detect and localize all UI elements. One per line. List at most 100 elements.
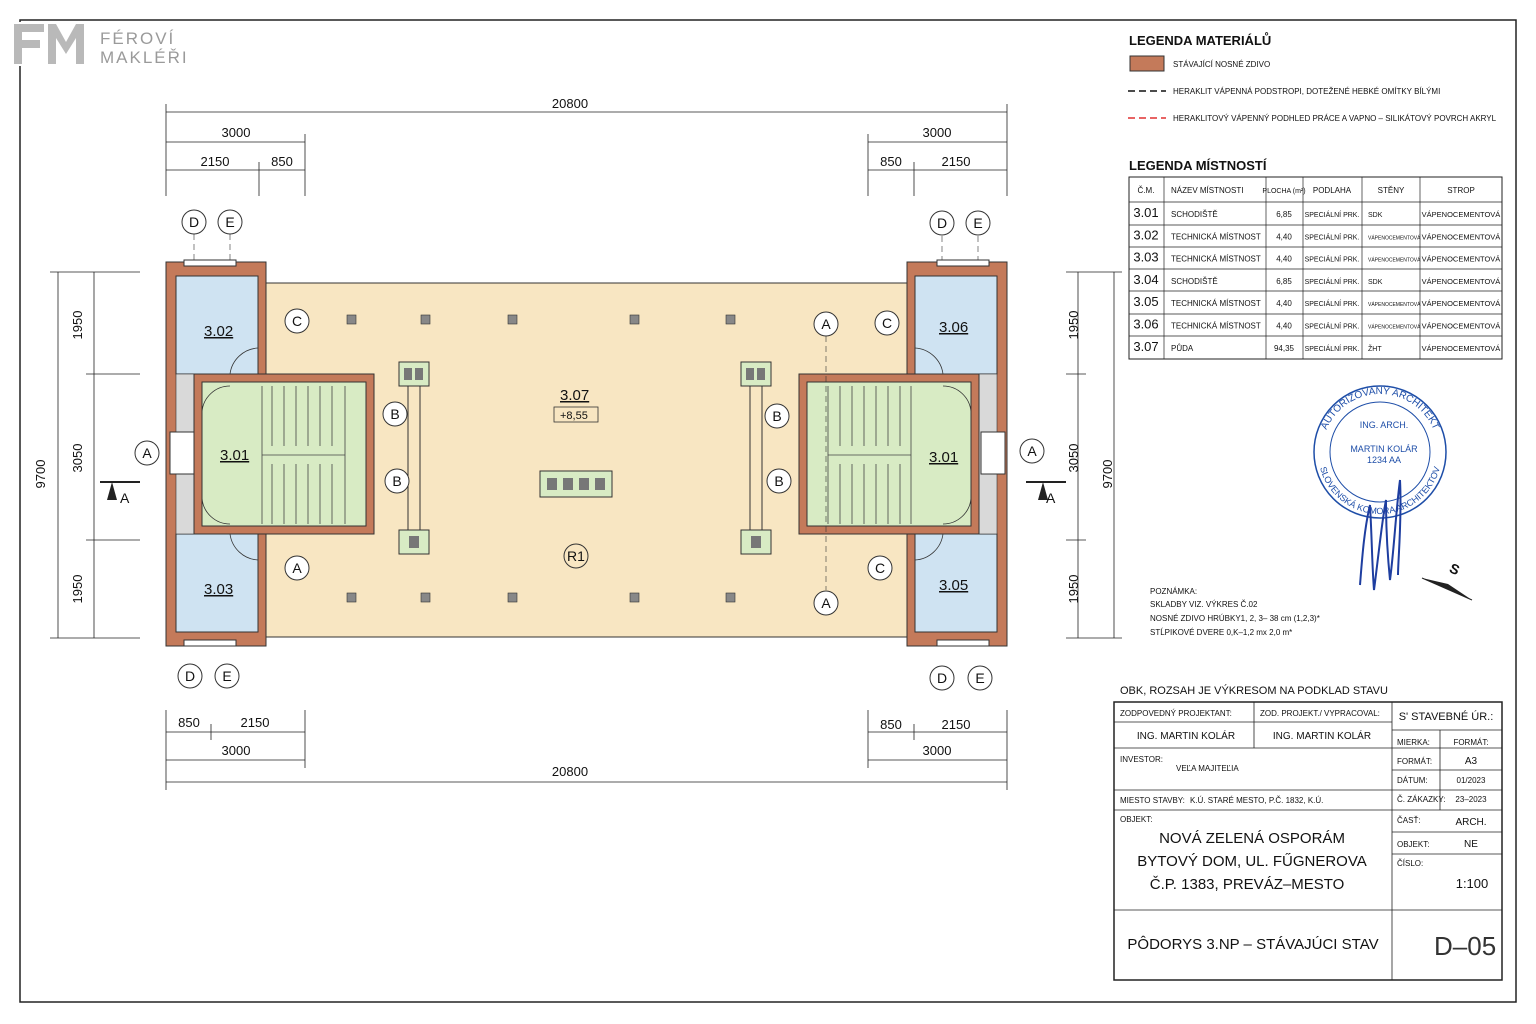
marker-a-3: A (821, 595, 831, 611)
room-table-cell-floor: SPECIÁLNÍ PRK. (1305, 232, 1360, 241)
top-left-window (183, 259, 237, 267)
bottom-left-window (183, 639, 237, 647)
dim-total-left: 9700 (33, 460, 48, 489)
room-table-cell-walls: VÁPENOCEMENTOVÁ (1368, 324, 1421, 331)
marker-a-4: A (142, 445, 152, 461)
dim-b-top-left: 850 (271, 154, 293, 169)
logo-line2: MAKLÉŘI (100, 48, 189, 67)
room-table-cell-walls: ŽHT (1368, 344, 1382, 353)
dim-h2-right: 3050 (1066, 444, 1081, 473)
marker-c-1: C (292, 313, 302, 329)
grid-marker-labels: D E D E D E D E C C A C A A B B B B A A (142, 214, 1037, 686)
door-swing-303 (229, 533, 259, 561)
right-window-a (980, 431, 1006, 475)
field-label-4: Č. ZÁKAZKY: (1397, 795, 1445, 804)
room-table-cell-area: 94,35 (1274, 344, 1295, 353)
field-label-2: FORMÁT: (1397, 757, 1432, 766)
marker-d-4: D (937, 670, 947, 686)
drawing-number: D–05 (1434, 931, 1496, 961)
drawn-value: ING. MARTIN KOLÁR (1273, 729, 1371, 742)
room-table-cell-name: SCHODIŠTĚ (1171, 210, 1218, 219)
room-table-cell-name: SCHODIŠTĚ (1171, 277, 1218, 286)
object-line-3: Č.P. 1383, PREVÁZ–MESTO (1150, 876, 1345, 893)
room-label-302: 3.02 (204, 323, 233, 340)
room-303-area (175, 533, 259, 633)
room-table-cell-walls: VÁPENOCEMENTOVÁ (1368, 257, 1421, 264)
dim-b-top-right: 850 (880, 154, 902, 169)
room-table-cell-area: 6,85 (1276, 210, 1292, 219)
room-table-cell-ceiling: VÁPENOCEMENTOVÁ (1422, 232, 1501, 241)
dim-overall-top: 20800 (552, 96, 588, 111)
rooms-table-frame (1128, 176, 1503, 360)
grid-markers (134, 209, 1045, 691)
field-label-7: ČÍSLO: (1397, 859, 1423, 868)
room-table-cell-floor: SPECIÁLNÍ PRK. (1305, 344, 1360, 353)
title-block-caption: OBK, ROZSAH JE VÝKRESOM NA PODKLAD STAVU (1120, 684, 1388, 697)
door-swing-301-left-bottom (201, 497, 231, 525)
marker-a-2: A (821, 316, 831, 332)
stamp-inner-ring (1329, 401, 1431, 503)
investor-label: INVESTOR: (1120, 755, 1163, 764)
notes-line-1: SKLADBY VIZ. VÝKRES Č.02 (1150, 600, 1258, 609)
material-label-2: HERAKLIT VÁPENNÁ PODSTROPI, DOTEŽENÉ HEB… (1173, 87, 1440, 96)
room-table-cell-no: 3.05 (1133, 294, 1158, 309)
stamp-line1: ING. ARCH. (1360, 420, 1409, 430)
door-swing-305 (914, 533, 944, 561)
room-table-cell-floor: SPECIÁLNÍ PRK. (1305, 322, 1360, 331)
room-label-301-right: 3.01 (929, 449, 958, 466)
dim-b-bottom-right: 850 (880, 717, 902, 732)
marker-c-2: C (882, 315, 892, 331)
rooms-table-grid (1129, 177, 1502, 359)
room-label-307: 3.07 (560, 387, 589, 404)
logo-fm-shape (14, 24, 84, 64)
left-window-a (169, 431, 195, 475)
notes-title: POZNÁMKA: (1150, 587, 1197, 596)
room-table-cell-name: TECHNICKÁ MÍSTNOST (1171, 255, 1261, 264)
section-mark-right: A (1026, 481, 1066, 506)
stamp-line2: MARTIN KOLÁR (1350, 444, 1418, 454)
legend-materials: LEGENDA MATERIÁLŮ STÁVAJÍCÍ NOSNÉ ZDIVO … (1128, 32, 1497, 123)
field-value-4: 23–2023 (1455, 795, 1487, 804)
room-table-cell-ceiling: VÁPENOCEMENTOVÁ (1422, 210, 1501, 219)
dim-a-bottom-left: 2150 (241, 715, 270, 730)
room-table-cell-no: 3.03 (1133, 250, 1158, 265)
notes: POZNÁMKA: SKLADBY VIZ. VÝKRES Č.02 NOSNÉ… (1150, 587, 1320, 637)
door-swing-302 (229, 347, 259, 375)
col-header-walls: STĚNY (1378, 186, 1405, 195)
room-label-301-left: 3.01 (220, 447, 249, 464)
room-table-cell-ceiling: VÁPENOCEMENTOVÁ (1422, 255, 1501, 264)
room-table-cell-walls: VÁPENOCEMENTOVÁ (1368, 234, 1421, 241)
marker-c-3: C (875, 560, 885, 576)
north-label: S (1447, 560, 1462, 578)
marker-e-1: E (225, 214, 234, 230)
field-label-6: OBJEKT: (1397, 840, 1429, 849)
material-label-1: STÁVAJÍCÍ NOSNÉ ZDIVO (1173, 60, 1270, 69)
door-swing-301-right-bottom (942, 497, 972, 525)
material-swatch-wall (1129, 55, 1165, 72)
dim-h3-right: 1950 (1066, 575, 1081, 604)
marker-e-2: E (973, 215, 982, 231)
legend-materials-title: LEGENDA MATERIÁLŮ (1129, 32, 1271, 48)
dim-a-bottom-right: 2150 (942, 717, 971, 732)
room-table-cell-area: 4,40 (1276, 232, 1292, 241)
room-table-cell-name: TECHNICKÁ MÍSTNOST (1171, 232, 1261, 241)
dim-wing-bottom-left: 3000 (222, 743, 251, 758)
field-value-2: A3 (1465, 756, 1478, 767)
north-arrow: S (1421, 560, 1473, 601)
logo: FÉROVÍ MAKLÉŘI (12, 22, 189, 67)
field-label-1: MIERKA: (1397, 738, 1430, 747)
room-label-306: 3.06 (939, 319, 968, 336)
chimney-right (740, 361, 772, 555)
room-table-cell-ceiling: VÁPENOCEMENTOVÁ (1422, 344, 1501, 353)
drawing-title: PÔDORYS 3.NP – STÁVAJÚCI STAV (1127, 936, 1378, 953)
field-label-3: DÁTUM: (1397, 776, 1428, 785)
stamp-ring-bottom: SLOVENSKÁ KOMORA ARCHITEKTOV (1318, 465, 1442, 516)
room-table-cell-floor: SPECIÁLNÍ PRK. (1305, 277, 1360, 286)
room-table-cell-walls: SDK (1368, 212, 1383, 219)
notes-line-2: NOSNÉ ZDIVO HRÚBKY1, 2, 3– 38 cm (1,2,3)… (1150, 614, 1320, 623)
field-value-1: FORMÁT: (1453, 738, 1488, 747)
room-table-cell-ceiling: VÁPENOCEMENTOVÁ (1422, 277, 1501, 286)
marker-d-2: D (937, 215, 947, 231)
